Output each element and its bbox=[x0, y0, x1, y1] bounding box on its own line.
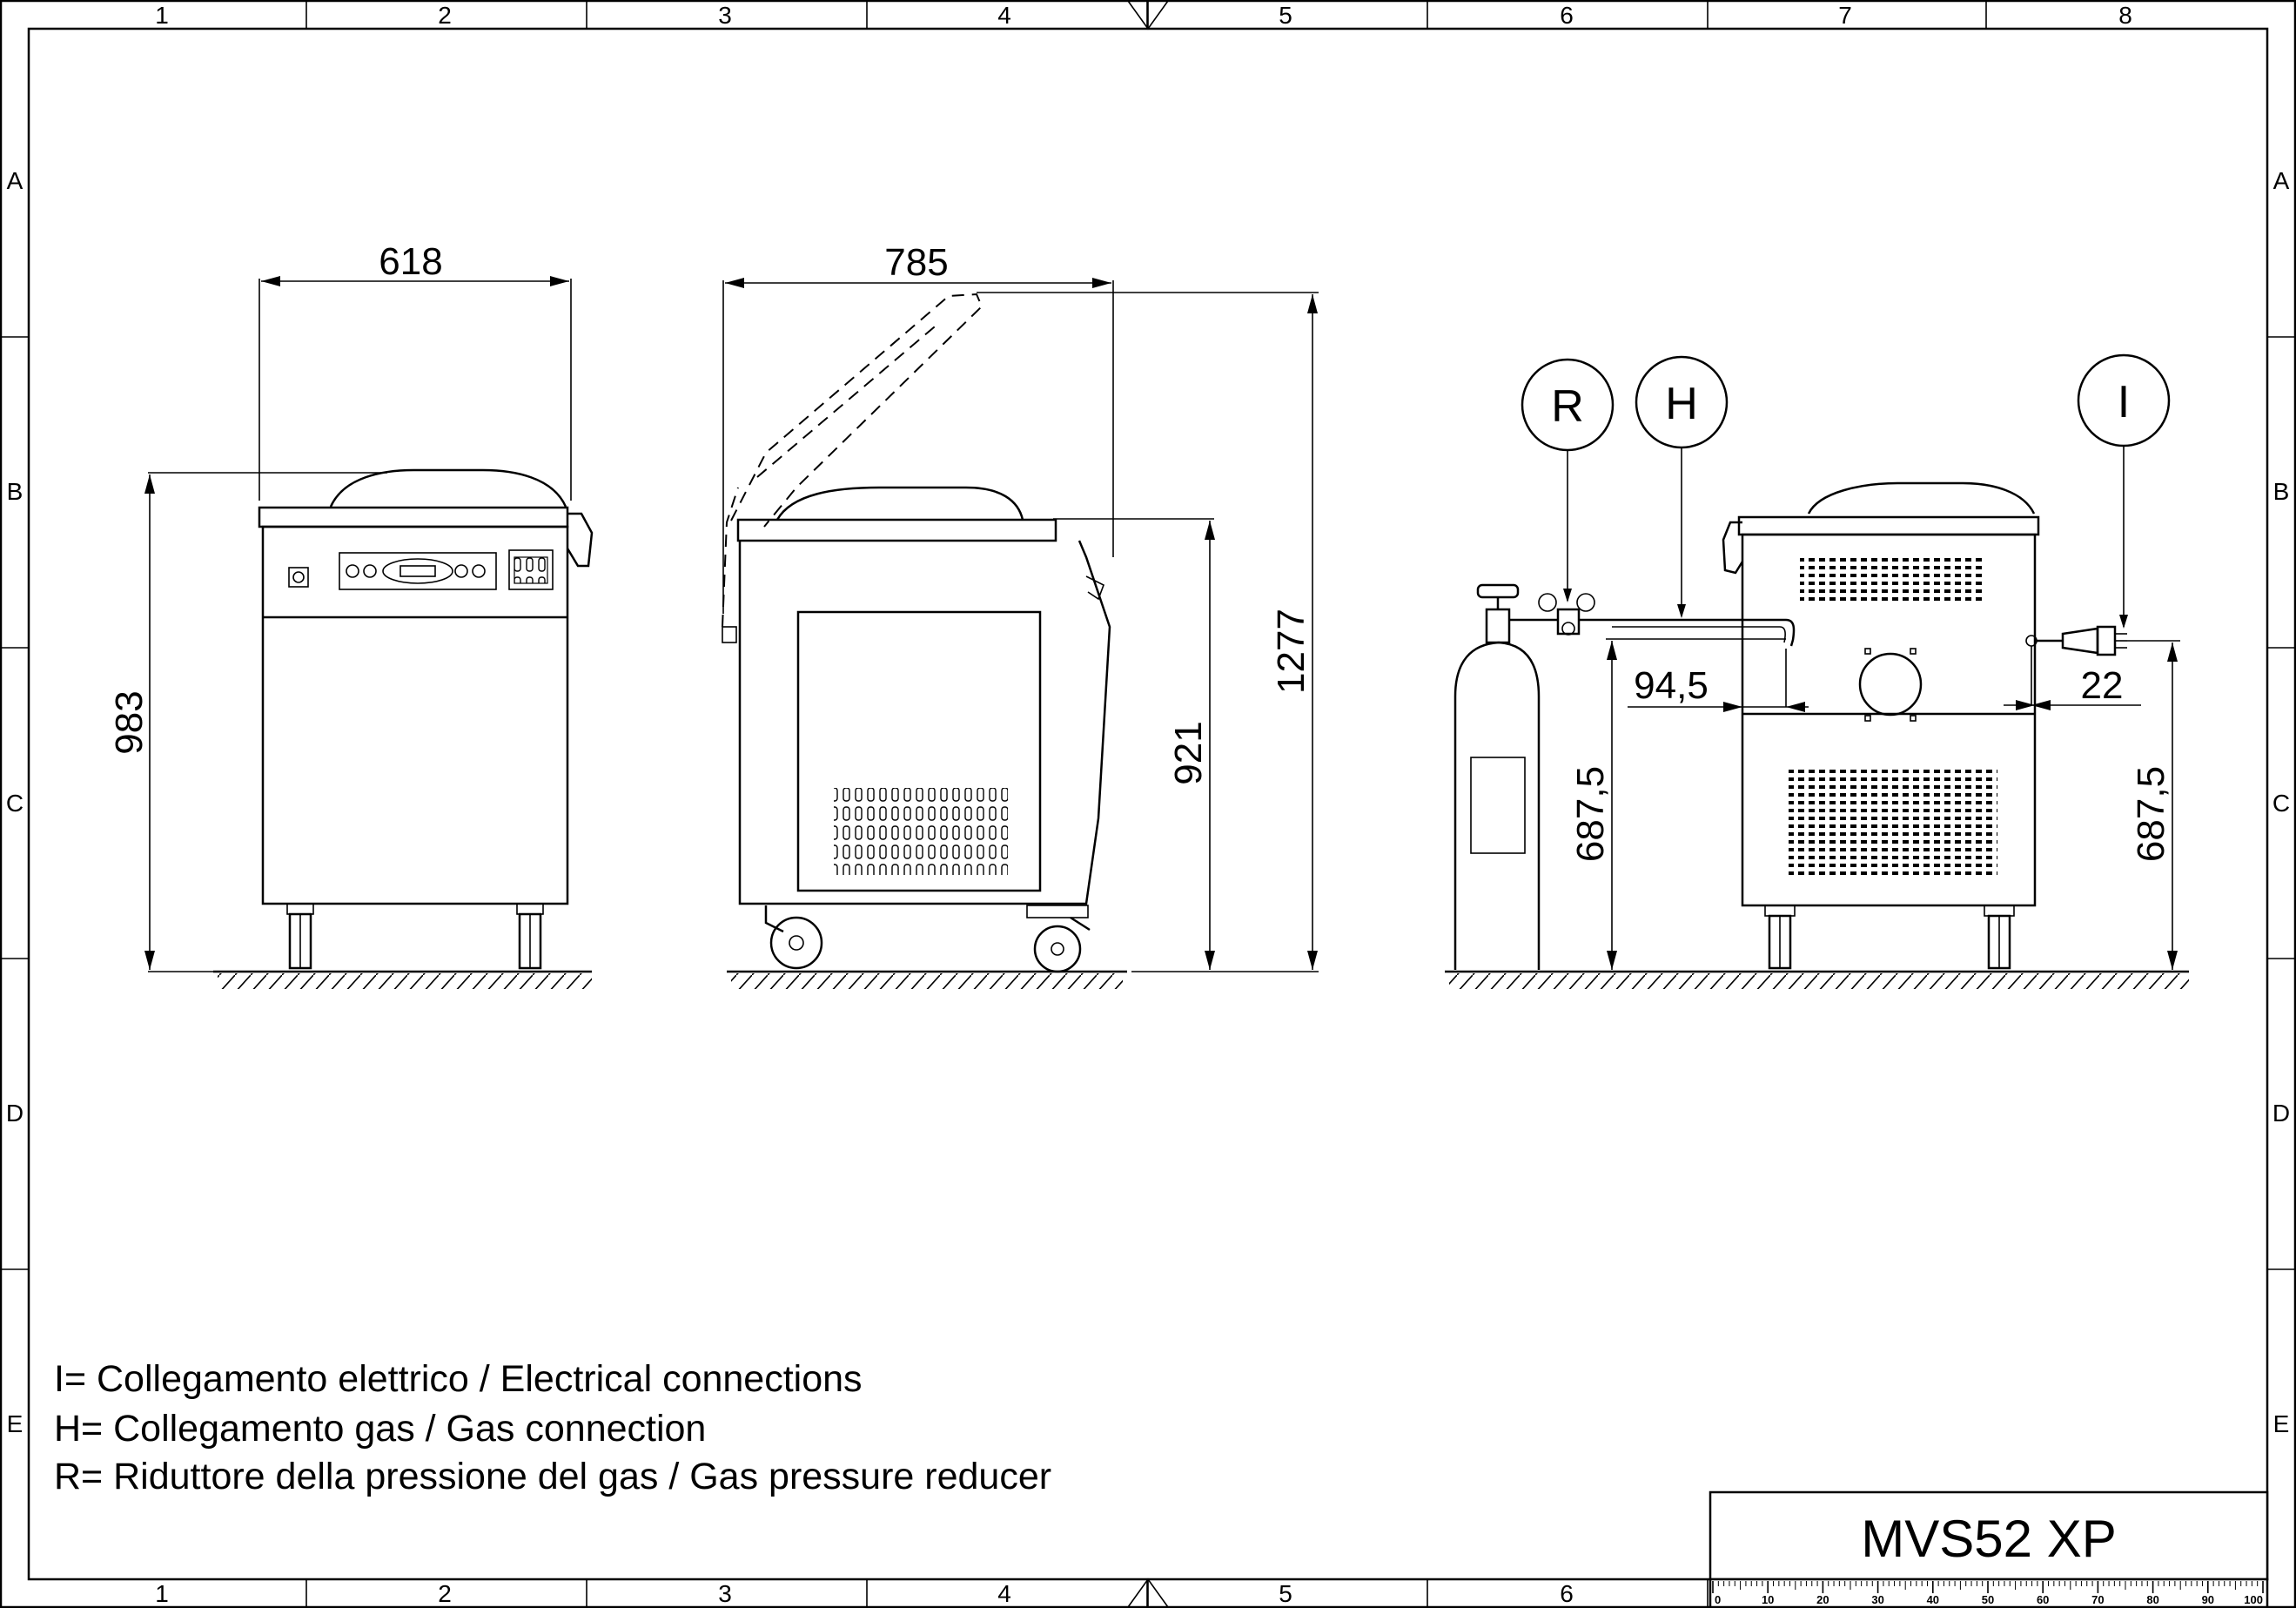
scale-tick-label: 10 bbox=[1762, 1593, 1774, 1606]
side-open-height-value: 1277 bbox=[1270, 609, 1312, 694]
col-label-bottom: 1 bbox=[155, 1580, 169, 1607]
side-height-dimension: 921 bbox=[1053, 518, 1215, 972]
side-depth-value: 785 bbox=[884, 241, 948, 284]
legend-item-gas: H= Collegamento gas / Gas connection bbox=[54, 1408, 706, 1450]
row-label-right: B bbox=[2273, 478, 2290, 505]
col-label-top: 5 bbox=[1279, 2, 1292, 29]
side-depth-dimension: 785 bbox=[722, 241, 1114, 614]
row-label-left: C bbox=[6, 790, 23, 817]
legend: I= Collegamento elettrico / Electrical c… bbox=[54, 1358, 1051, 1497]
callout-electric-label: I bbox=[2118, 377, 2130, 427]
pressure-reducer bbox=[1509, 593, 1612, 636]
scale-tick-label: 100 bbox=[2244, 1593, 2263, 1606]
scale-tick-label: 90 bbox=[2202, 1593, 2214, 1606]
scale-tick-label: 70 bbox=[2091, 1593, 2104, 1606]
col-label-top: 2 bbox=[438, 2, 452, 29]
col-label-bottom: 5 bbox=[1279, 1580, 1292, 1607]
scale-tick-label: 80 bbox=[2146, 1593, 2158, 1606]
rear-gas-height-value: 687,5 bbox=[1569, 766, 1612, 862]
row-label-right: D bbox=[2273, 1100, 2290, 1127]
row-label-right: E bbox=[2273, 1410, 2290, 1437]
electric-plug bbox=[2025, 625, 2127, 656]
rear-gas-offset-value: 94,5 bbox=[1634, 664, 1709, 707]
model-name: MVS52 XP bbox=[1861, 1510, 2116, 1568]
rear-gas-height-dimension: 687,5 bbox=[1569, 638, 1786, 970]
front-width-dimension: 618 bbox=[258, 240, 572, 501]
col-label-top: 1 bbox=[155, 2, 169, 29]
row-label-left: B bbox=[7, 478, 23, 505]
col-label-top: 8 bbox=[2118, 2, 2132, 29]
callout-reducer: R bbox=[1521, 358, 1615, 602]
scale-tick-label: 50 bbox=[1982, 1593, 1994, 1606]
rear-gas-offset-dimension: 94,5 bbox=[1628, 649, 1809, 727]
rear-view bbox=[1445, 481, 2189, 989]
scale-tick-label: 0 bbox=[1715, 1593, 1721, 1606]
scale-tick-label: 60 bbox=[2037, 1593, 2049, 1606]
col-label-bottom: 4 bbox=[997, 1580, 1011, 1607]
row-labels: A B C D E A B C D E bbox=[6, 167, 2290, 1437]
row-label-right: C bbox=[2273, 790, 2290, 817]
col-label-top: 6 bbox=[1560, 2, 1574, 29]
callout-reducer-label: R bbox=[1551, 381, 1584, 432]
col-label-bottom: 6 bbox=[1560, 1580, 1574, 1607]
rear-electric-height-dimension: 687,5 bbox=[2127, 640, 2180, 970]
front-height-dimension: 983 bbox=[108, 472, 387, 972]
row-label-left: E bbox=[7, 1410, 23, 1437]
row-label-left: D bbox=[6, 1100, 23, 1127]
scale-tick-label: 20 bbox=[1816, 1593, 1829, 1606]
rear-electric-offset-value: 22 bbox=[2081, 664, 2124, 707]
row-label-right: A bbox=[2273, 167, 2290, 194]
scale-ruler: 0 10 20 30 40 50 60 70 80 90 100 bbox=[1712, 1581, 2264, 1606]
title-block: MVS52 XP 0 10 20 30 40 50 60 70 80 90 100 bbox=[1709, 1490, 2269, 1608]
column-labels: 1 2 3 4 5 6 7 8 1 2 3 4 5 6 bbox=[155, 2, 2132, 1607]
side-view bbox=[722, 293, 1127, 989]
col-label-top: 4 bbox=[997, 2, 1011, 29]
col-label-bottom: 3 bbox=[718, 1580, 732, 1607]
row-label-left: A bbox=[7, 167, 23, 194]
legend-item-reducer: R= Riduttore della pressione del gas / G… bbox=[54, 1456, 1051, 1497]
front-height-value: 983 bbox=[108, 690, 151, 754]
col-label-top: 7 bbox=[1838, 2, 1852, 29]
side-height-value: 921 bbox=[1167, 721, 1210, 784]
side-open-height-dimension: 1277 bbox=[977, 292, 1319, 972]
callout-gas: H bbox=[1635, 355, 1729, 618]
col-label-bottom: 2 bbox=[438, 1580, 452, 1607]
rear-electric-height-value: 687,5 bbox=[2130, 766, 2172, 862]
gas-cylinder bbox=[1453, 583, 1541, 970]
front-view bbox=[213, 468, 594, 989]
scale-tick-label: 40 bbox=[1927, 1593, 1939, 1606]
callout-gas-label: H bbox=[1665, 379, 1698, 429]
scale-tick-label: 30 bbox=[1871, 1593, 1883, 1606]
col-label-top: 3 bbox=[718, 2, 732, 29]
callout-electric: I bbox=[2077, 353, 2171, 629]
front-width-value: 618 bbox=[379, 240, 442, 283]
rear-electric-offset-dimension: 22 bbox=[2004, 646, 2141, 710]
legend-item-electric: I= Collegamento elettrico / Electrical c… bbox=[54, 1358, 863, 1400]
